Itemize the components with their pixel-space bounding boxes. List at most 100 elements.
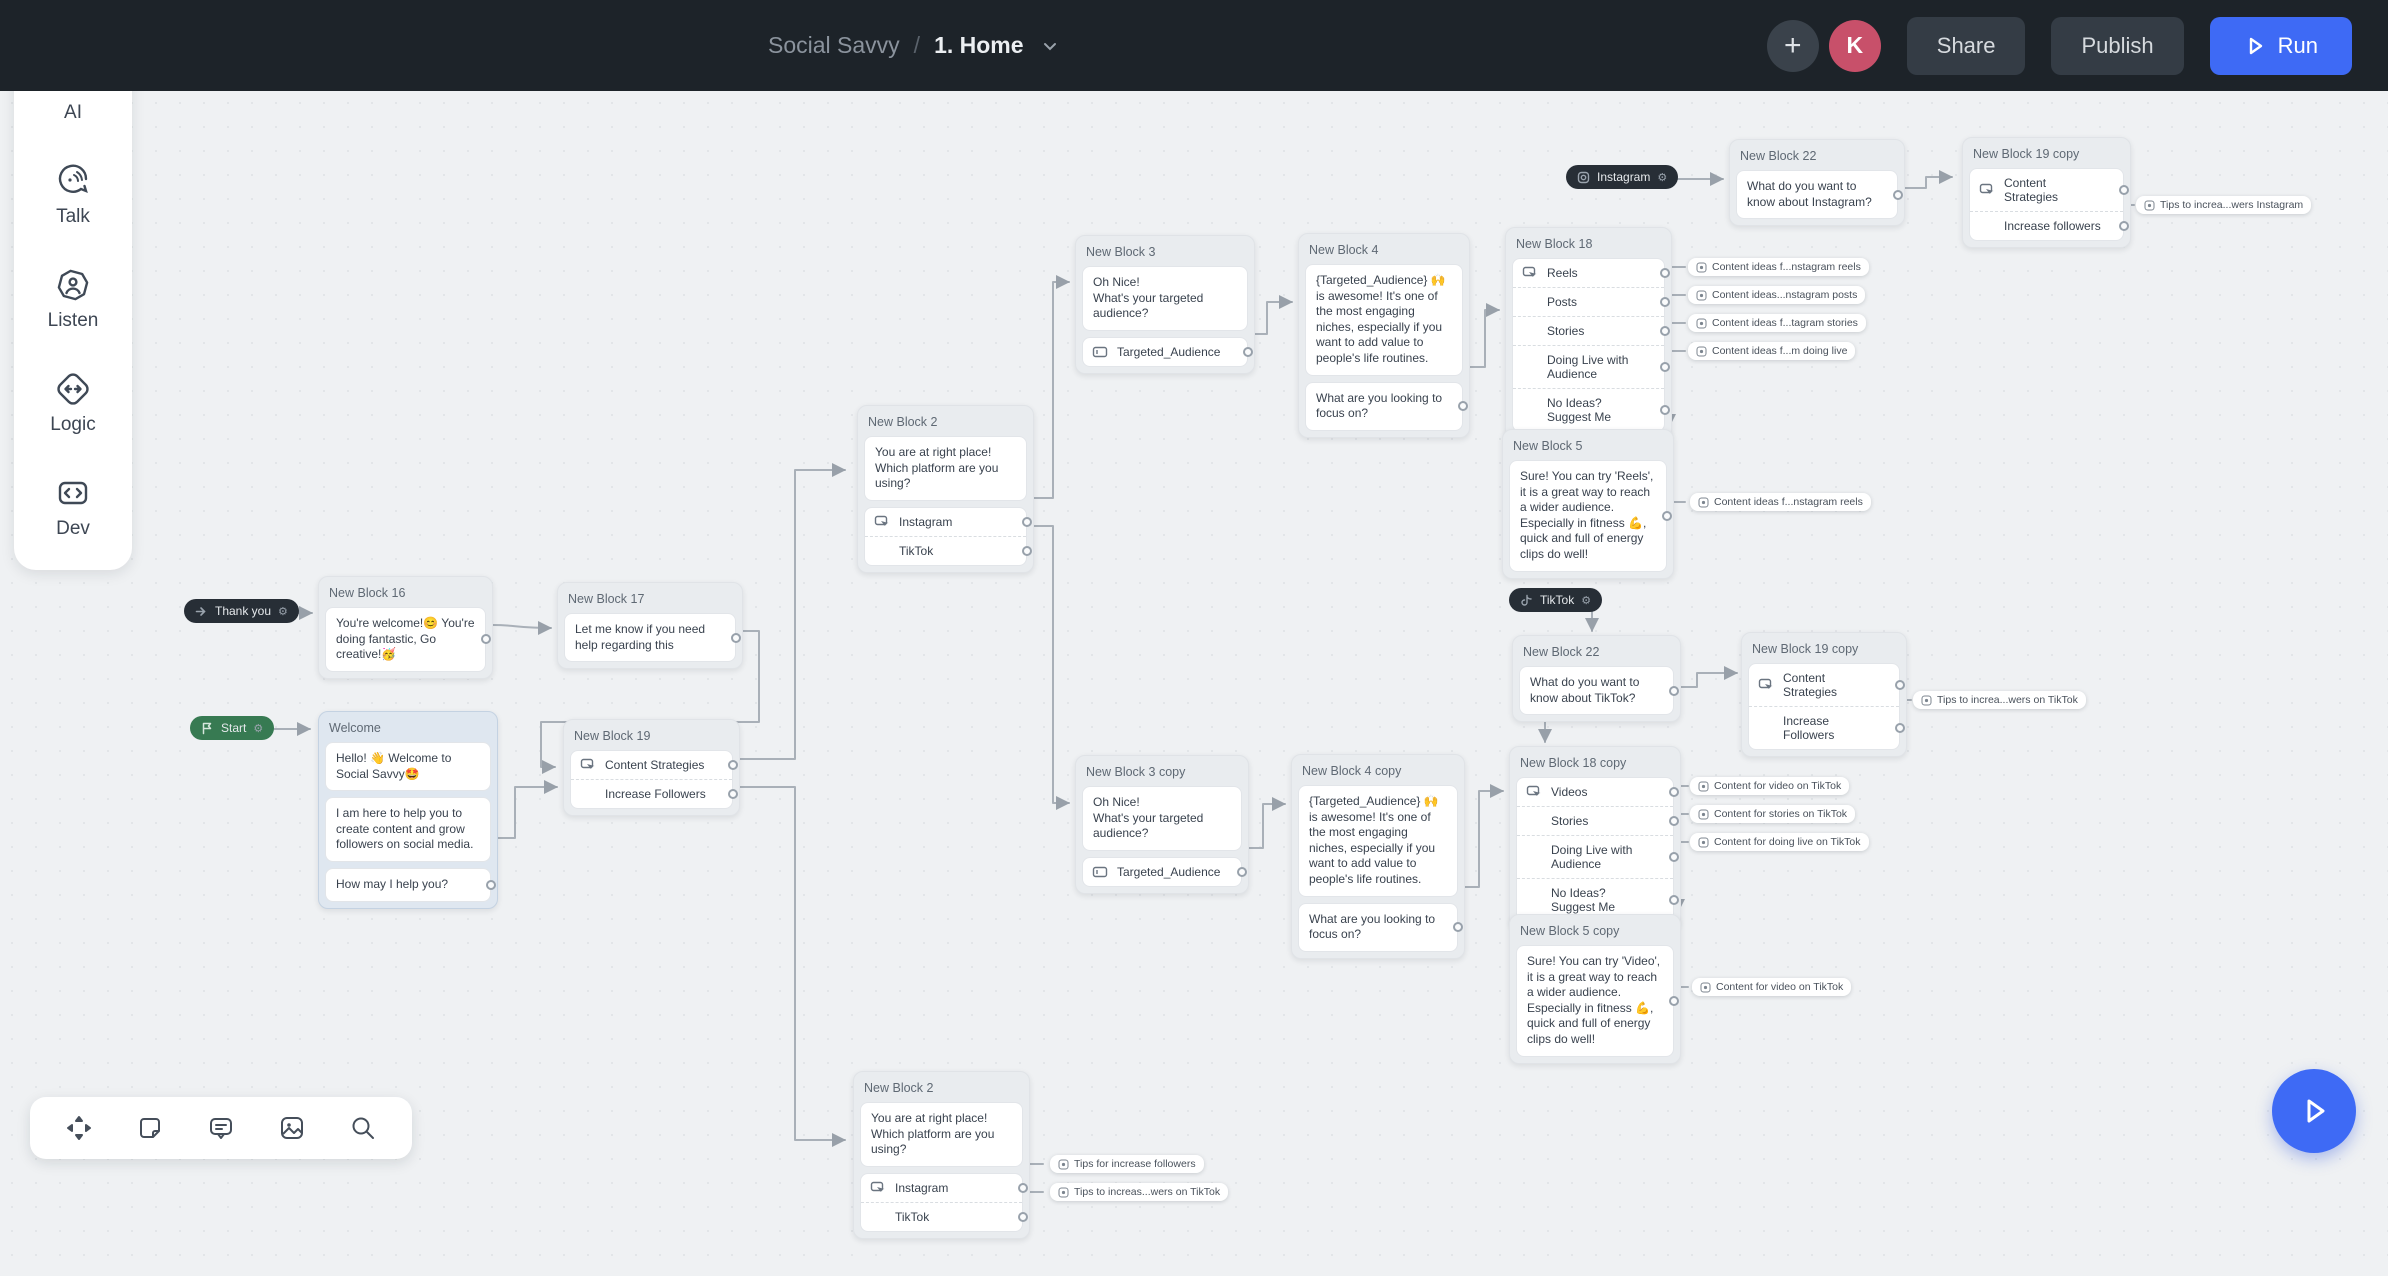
button-item[interactable]: Posts: [1513, 287, 1670, 316]
edge-label[interactable]: Content for video on TikTok: [1692, 978, 1852, 996]
text-bubble[interactable]: {Targeted_Audience} 🙌 is awesome! It's o…: [1305, 264, 1463, 376]
output-port[interactable]: [1895, 723, 1905, 733]
button-item[interactable]: Doing Live with Audience: [1513, 345, 1670, 388]
edge-label[interactable]: Content ideas f...nstagram reels: [1688, 258, 1869, 276]
gear-icon[interactable]: ⚙: [253, 722, 264, 735]
output-port[interactable]: [1022, 516, 1032, 527]
edge-label[interactable]: Content ideas f...tagram stories: [1688, 314, 1866, 332]
flow-group-new-block-2-bottom[interactable]: New Block 2 You are at right place! Whic…: [853, 1071, 1030, 1239]
text-bubble[interactable]: What are you looking to focus on?: [1298, 902, 1463, 952]
gear-icon[interactable]: ⚙: [1581, 594, 1592, 607]
group-title[interactable]: New Block 19 copy: [1752, 642, 1859, 656]
sticky-note-button[interactable]: [130, 1108, 170, 1148]
group-title[interactable]: New Block 22: [1740, 149, 1817, 163]
trigger-badge-instagram[interactable]: Instagram ⚙: [1566, 165, 1679, 189]
text-bubble[interactable]: What are you looking to focus on?: [1305, 381, 1468, 431]
button-item[interactable]: TikTok: [865, 535, 1032, 565]
output-port[interactable]: [2119, 185, 2129, 195]
button-item[interactable]: No Ideas? Suggest Me: [1513, 388, 1670, 431]
flow-group-new-block-22-tiktok[interactable]: New Block 22 What do you want to know ab…: [1512, 635, 1681, 723]
palette-item-dev[interactable]: Dev: [22, 474, 124, 540]
flow-group-new-block-19-copy-bottom[interactable]: New Block 19 copy Content Strategies Inc…: [1741, 632, 1907, 757]
button-item[interactable]: Stories: [1517, 806, 1679, 835]
group-title[interactable]: Welcome: [329, 721, 381, 735]
flow-group-new-block-17[interactable]: New Block 17 Let me know if you need hel…: [557, 582, 743, 670]
edge-label[interactable]: Tips to increa...wers on TikTok: [1913, 691, 2086, 709]
output-port[interactable]: [1660, 268, 1670, 278]
output-port[interactable]: [728, 760, 738, 770]
output-port[interactable]: [1243, 346, 1253, 357]
output-port[interactable]: [2119, 221, 2129, 231]
output-port[interactable]: [486, 879, 496, 890]
image-button[interactable]: [272, 1108, 312, 1148]
output-port[interactable]: [1669, 787, 1679, 797]
flow-group-new-block-5-copy[interactable]: New Block 5 copy Sure! You can try 'Vide…: [1509, 914, 1681, 1064]
flow-group-new-block-5[interactable]: New Block 5 Sure! You can try 'Reels', i…: [1502, 429, 1674, 579]
flow-group-new-block-19-copy-top[interactable]: New Block 19 copy Content Strategies Inc…: [1962, 137, 2131, 248]
flow-group-new-block-19[interactable]: New Block 19 Content Strategies Increase…: [563, 719, 740, 816]
text-bubble[interactable]: {Targeted_Audience} 🙌 is awesome! It's o…: [1298, 785, 1458, 897]
flow-group-new-block-4-copy[interactable]: New Block 4 copy {Targeted_Audience} 🙌 i…: [1291, 754, 1465, 959]
group-title[interactable]: New Block 2: [868, 415, 938, 429]
chevron-down-icon[interactable]: [1040, 36, 1060, 56]
flow-group-new-block-16[interactable]: New Block 16 You're welcome!😊 You're doi…: [318, 576, 493, 679]
text-bubble[interactable]: I am here to help you to create content …: [325, 797, 491, 862]
trigger-badge-start[interactable]: Start ⚙: [190, 716, 275, 740]
trigger-badge-tiktok[interactable]: TikTok ⚙: [1509, 588, 1603, 612]
group-title[interactable]: New Block 18: [1516, 237, 1593, 251]
search-button[interactable]: [343, 1108, 383, 1148]
button-item[interactable]: Content Strategies: [1970, 169, 2129, 211]
edge-label[interactable]: Content ideas f...m doing live: [1688, 342, 1856, 360]
group-title[interactable]: New Block 4: [1309, 243, 1379, 257]
flow-group-new-block-3[interactable]: New Block 3 Oh Nice! What's your targete…: [1075, 235, 1255, 374]
text-bubble[interactable]: Let me know if you need help regarding t…: [564, 613, 741, 663]
output-port[interactable]: [1669, 852, 1679, 862]
project-name[interactable]: Social Savvy: [768, 32, 900, 58]
run-button[interactable]: Run: [2209, 16, 2352, 75]
output-port[interactable]: [1237, 866, 1247, 877]
flow-group-new-block-3-copy[interactable]: New Block 3 copy Oh Nice! What's your ta…: [1075, 755, 1249, 894]
text-bubble[interactable]: You're welcome!😊 You're doing fantastic,…: [325, 607, 491, 672]
group-title[interactable]: New Block 2: [864, 1081, 934, 1095]
text-bubble[interactable]: You are at right place! Which platform a…: [860, 1102, 1023, 1167]
output-port[interactable]: [1660, 297, 1670, 307]
palette-item-listen[interactable]: Listen: [22, 266, 124, 332]
button-item[interactable]: Videos: [1517, 778, 1679, 806]
button-item[interactable]: Content Strategies: [571, 751, 738, 779]
output-port[interactable]: [1660, 405, 1670, 415]
output-port[interactable]: [1660, 326, 1670, 336]
publish-button[interactable]: Publish: [2051, 16, 2184, 75]
output-port[interactable]: [1662, 510, 1672, 521]
output-port[interactable]: [1453, 922, 1463, 933]
output-port[interactable]: [1669, 995, 1679, 1006]
group-title[interactable]: New Block 19: [574, 729, 651, 743]
edge-label[interactable]: Content for video on TikTok: [1690, 777, 1850, 795]
flow-group-new-block-22-instagram[interactable]: New Block 22 What do you want to know ab…: [1729, 139, 1905, 227]
group-title[interactable]: New Block 5 copy: [1520, 924, 1620, 938]
palette-item-talk[interactable]: Talk: [22, 162, 124, 228]
text-bubble[interactable]: What do you want to know about Instagram…: [1736, 170, 1903, 220]
output-port[interactable]: [1458, 401, 1468, 412]
output-port[interactable]: [1669, 685, 1679, 696]
group-title[interactable]: New Block 3: [1086, 245, 1156, 259]
flow-canvas[interactable]: Thank you ⚙ Start ⚙ Instagram ⚙ TikTok ⚙…: [0, 91, 2388, 1276]
edge-label[interactable]: Tips for increase followers: [1050, 1155, 1204, 1173]
output-port[interactable]: [1022, 545, 1032, 556]
text-bubble[interactable]: Hello! 👋 Welcome to Social Savvy🤩: [325, 742, 491, 792]
button-item[interactable]: TikTok: [861, 1201, 1028, 1231]
text-input-item[interactable]: Targeted_Audience: [1083, 858, 1247, 886]
group-title[interactable]: New Block 22: [1523, 645, 1600, 659]
preview-run-fab[interactable]: [2272, 1069, 2356, 1153]
button-item[interactable]: Increase followers: [1970, 211, 2129, 240]
text-bubble[interactable]: Sure! You can try 'Reels', it is a great…: [1509, 460, 1672, 572]
edge-label[interactable]: Tips to increa...wers Instagram: [2136, 196, 2312, 214]
add-member-button[interactable]: +: [1766, 19, 1819, 72]
button-item[interactable]: Increase Followers: [1749, 706, 1905, 749]
text-bubble[interactable]: You are at right place! Which platform a…: [864, 436, 1027, 501]
output-port[interactable]: [728, 789, 738, 799]
text-bubble[interactable]: How may I help you?: [325, 867, 496, 902]
button-item[interactable]: Instagram: [861, 1174, 1028, 1202]
group-title[interactable]: New Block 3 copy: [1086, 765, 1186, 779]
text-bubble[interactable]: Oh Nice! What's your targeted audience?: [1082, 786, 1242, 851]
flow-group-new-block-2[interactable]: New Block 2 You are at right place! Whic…: [857, 405, 1034, 573]
